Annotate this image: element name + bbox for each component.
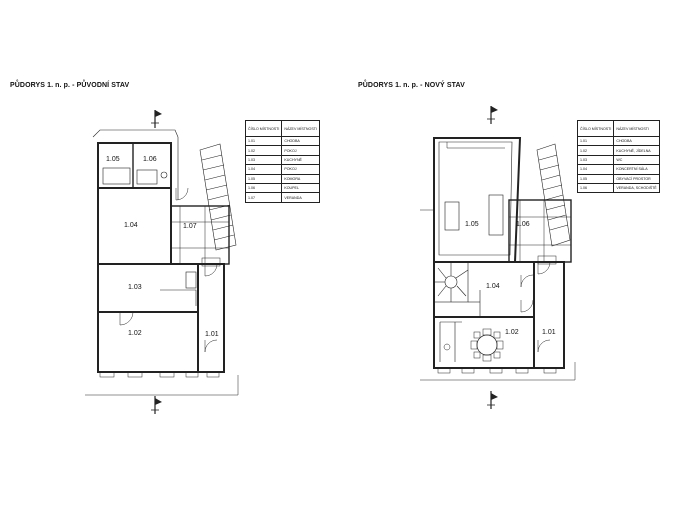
room-labels-original: 1.05 1.06 1.04 1.07 1.03 1.02 1.01 — [106, 156, 219, 338]
legend-room-name: KUCHYNĚ — [281, 154, 320, 166]
plan-title-new: PŮDORYS 1. n. p. - NOVÝ STAV — [358, 82, 465, 89]
room-label: 1.06 — [143, 156, 157, 163]
room-label: 1.02 — [505, 329, 519, 336]
legend-number: 1.04 — [576, 164, 615, 175]
legend-number: 1.02 — [576, 145, 615, 156]
legend-number: 1.05 — [576, 173, 615, 184]
room-label: 1.01 — [542, 329, 556, 336]
legend-room-name: KOUPEL — [281, 182, 320, 194]
legend-room-name: KONCERTNÍ SÁLA — [613, 164, 660, 175]
legend-number: 1.05 — [244, 173, 283, 184]
legend-header-number: ČÍSLO MÍSTNOSTI — [244, 120, 283, 137]
north-arrow-icon — [151, 110, 162, 128]
room-label: 1.01 — [205, 331, 219, 338]
legend-number: 1.02 — [244, 145, 283, 156]
legend-room-name: OBYVACÍ PROSTOR — [613, 173, 660, 184]
legend-room-name: VERANDA — [281, 192, 320, 203]
legend-header-name: NÁZEV MÍSTNOSTI — [613, 120, 660, 137]
legend-number: 1.03 — [576, 154, 615, 166]
north-arrow-icon — [487, 391, 498, 409]
plan-title-original: PŮDORYS 1. n. p. - PŮVODNÍ STAV — [10, 82, 130, 89]
legend-number: 1.04 — [244, 164, 283, 175]
room-label: 1.05 — [106, 156, 120, 163]
room-label: 1.04 — [486, 283, 500, 290]
north-arrow-icon — [151, 396, 162, 414]
legend-number: 1.06 — [576, 182, 615, 194]
legend-number: 1.01 — [576, 135, 615, 147]
room-label: 1.03 — [128, 284, 142, 291]
room-label: 1.05 — [465, 221, 479, 228]
plan-new — [420, 106, 576, 409]
legend-room-name: KOMORA — [281, 173, 320, 184]
legend-room-name: POKOJ — [281, 145, 320, 156]
room-label: 1.02 — [128, 330, 142, 337]
legend-room-name: POKOJ — [281, 164, 320, 175]
room-label: 1.04 — [124, 222, 138, 229]
legend-room-name: VERANDA, SCHODIŠTĚ — [613, 182, 660, 194]
legend-header-name: NÁZEV MÍSTNOSTI — [281, 120, 320, 137]
room-label: 1.06 — [516, 221, 530, 228]
legend-number: 1.03 — [244, 154, 283, 166]
legend-number: 1.07 — [244, 192, 283, 203]
room-labels-new: 1.05 1.06 1.04 1.02 1.01 — [465, 221, 556, 336]
legend-number: 1.01 — [244, 135, 283, 147]
legend-header-number: ČÍSLO MÍSTNOSTI — [576, 120, 615, 137]
legend-room-name: CHODBA — [613, 135, 660, 147]
legend-number: 1.06 — [244, 182, 283, 194]
plan-original — [85, 110, 239, 414]
north-arrow-icon — [487, 106, 498, 124]
legend-room-name: WC — [613, 154, 660, 166]
legend-room-name: KUCHYNĚ, JÍDELNA — [613, 145, 660, 156]
legend-room-name: CHODBA — [281, 135, 320, 147]
room-label: 1.07 — [183, 223, 197, 230]
